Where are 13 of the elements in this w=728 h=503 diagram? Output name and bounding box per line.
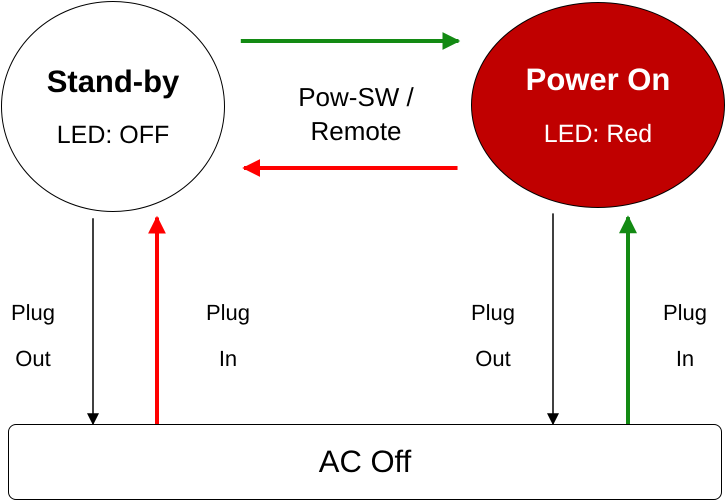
arrow: [87, 218, 99, 426]
state-box: [8, 424, 722, 500]
arrow: [547, 213, 559, 426]
state-name: AC Off: [318, 442, 412, 481]
arrow: [240, 32, 460, 50]
arrow: [242, 159, 458, 177]
led-status: LED: OFF: [56, 120, 170, 151]
led-status: LED: Red: [544, 118, 652, 150]
state-name: Stand-by: [46, 62, 180, 100]
state-name: Power On: [526, 61, 670, 99]
arrow: [148, 216, 166, 424]
arrow: [619, 215, 637, 424]
transition-label: Pow-SW / Remote: [297, 81, 415, 148]
